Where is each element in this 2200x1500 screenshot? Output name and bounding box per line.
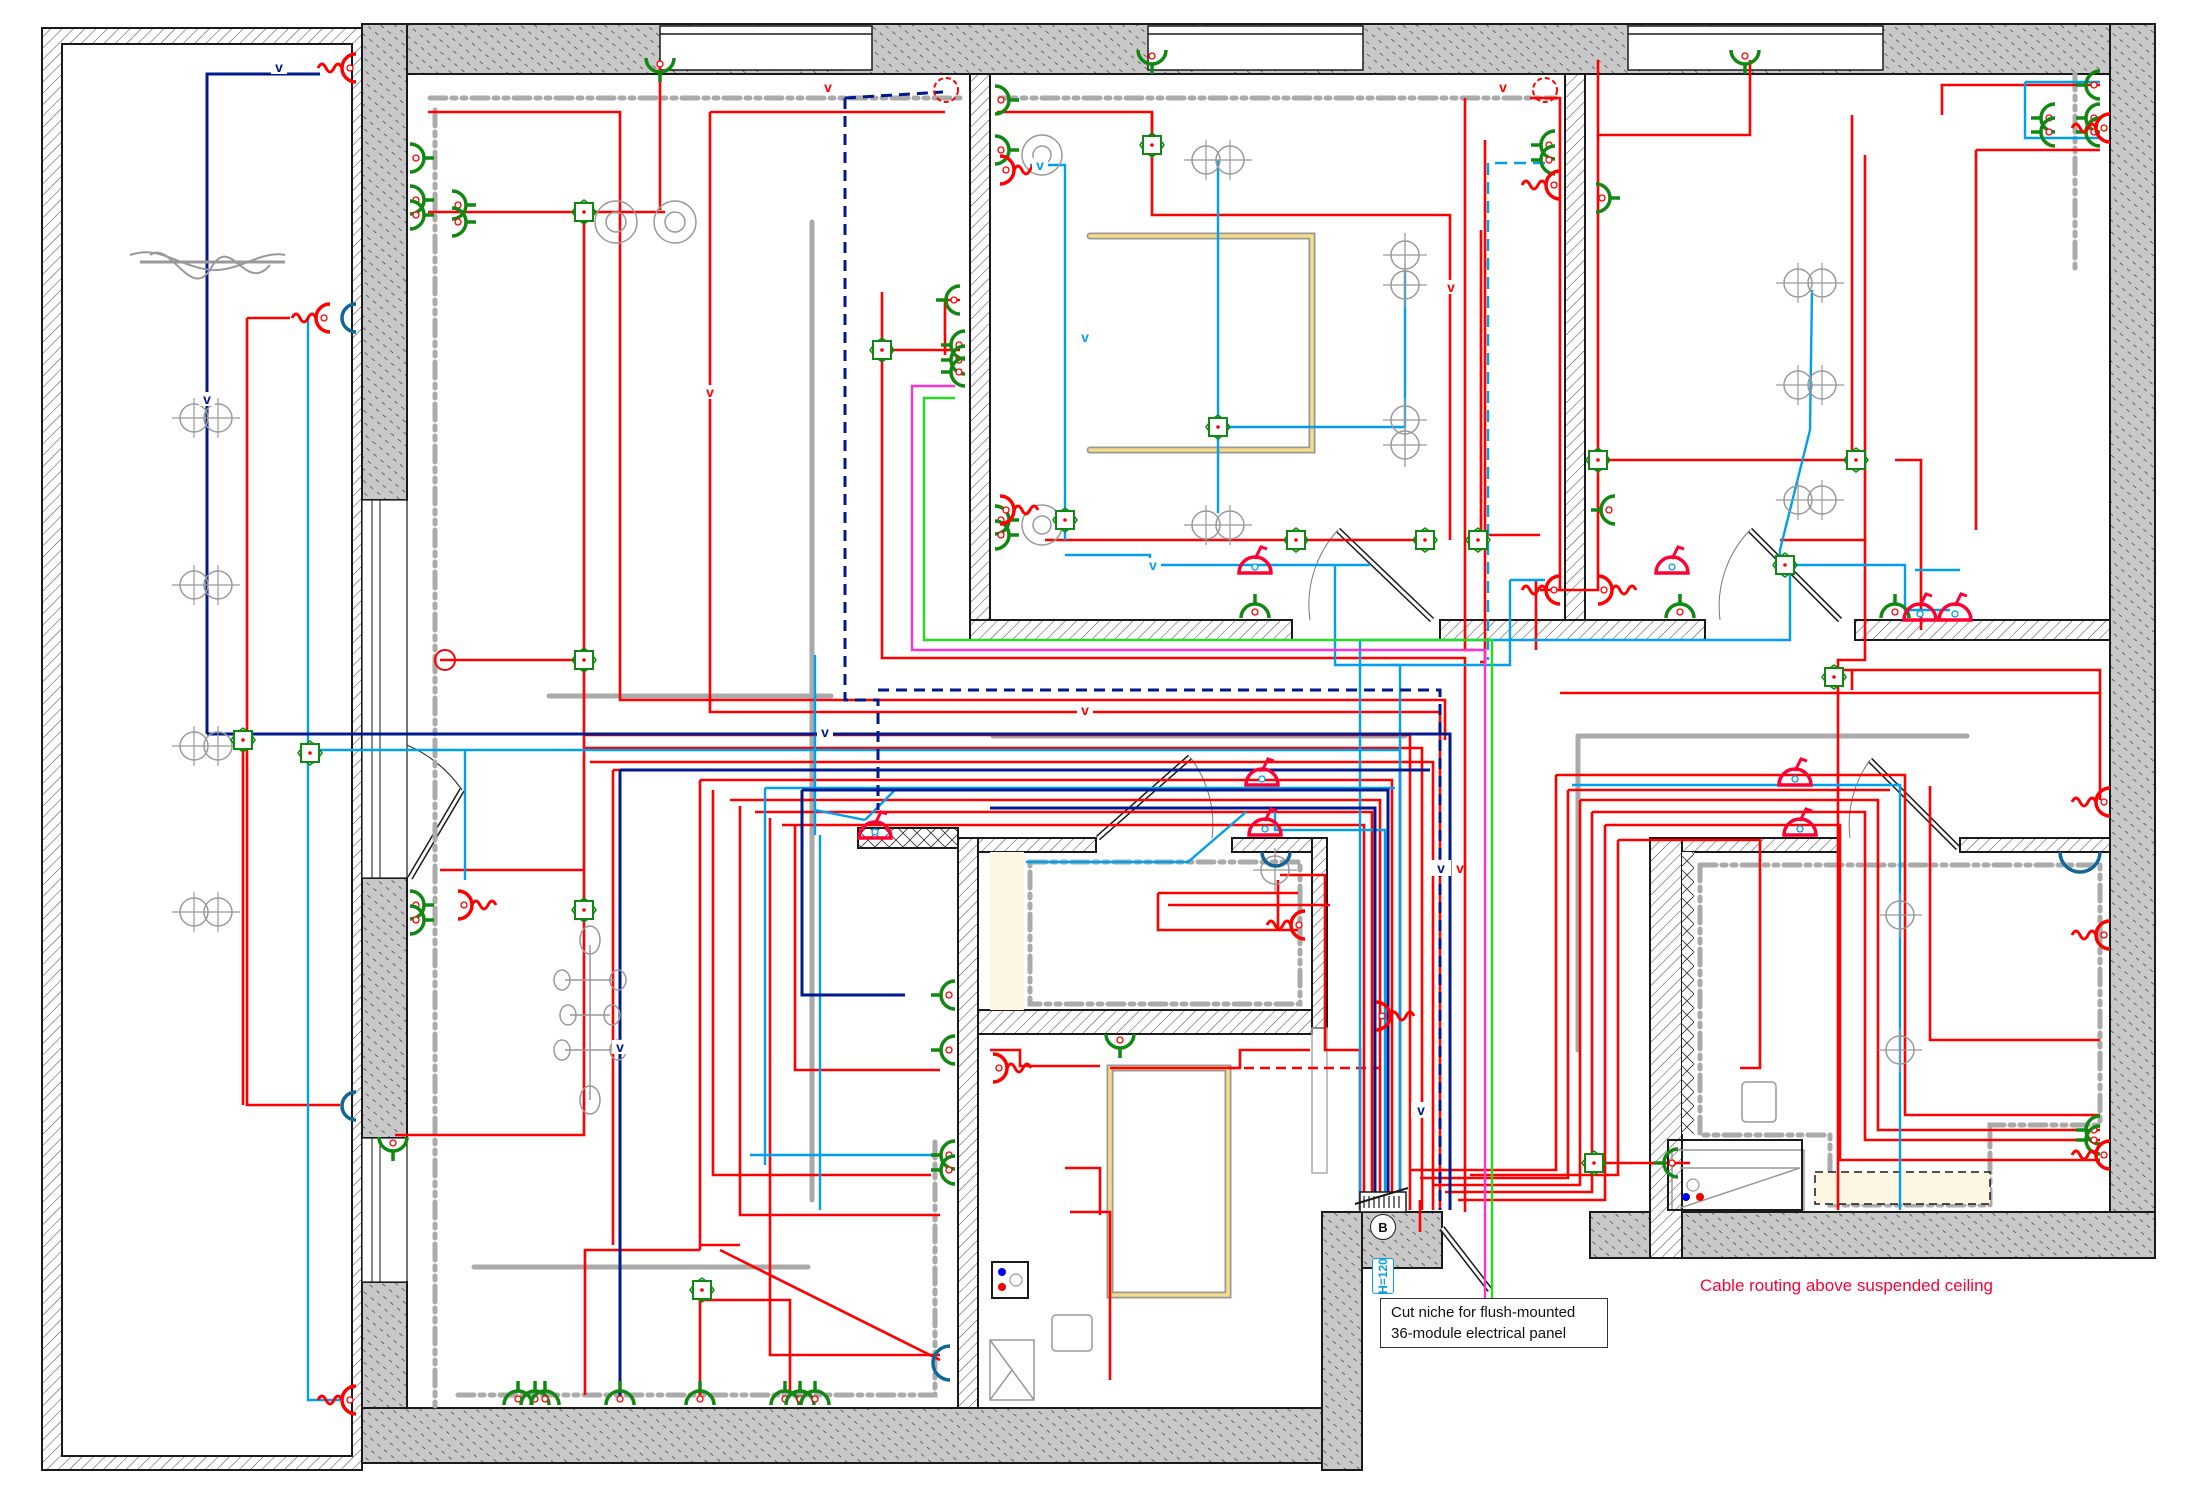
svg-text:v: v (1081, 702, 1089, 718)
svg-text:v: v (706, 384, 714, 400)
cabinet-area (1814, 1171, 1991, 1205)
pendant-lights (129, 134, 1805, 1401)
panel-symbol-text: B (1378, 1219, 1388, 1235)
panel-height-text: H=120 (1376, 1258, 1391, 1294)
ceiling-outlet (1532, 77, 1558, 103)
svg-text:v: v (203, 391, 211, 407)
lighting-dashed (1486, 161, 1545, 660)
sinks (991, 1139, 1803, 1299)
panel-callout: Cut niche for flush-mounted 36-module el… (1380, 1298, 1608, 1348)
ceiling-outlet (434, 649, 456, 671)
conduit-markers: v v v v v v v v v v v v v v v (199, 59, 1511, 1118)
svg-text:v: v (1447, 279, 1455, 295)
svg-text:v: v (1456, 860, 1464, 876)
svg-text:v: v (1036, 157, 1044, 173)
antenna-cable (922, 396, 1494, 1300)
sockets-blue (340, 302, 2102, 1382)
svg-text:v: v (1499, 79, 1507, 95)
cabinet-area (990, 852, 1024, 1010)
electrical-panel (1354, 1187, 1409, 1213)
panel-callout-line1: Cut niche for flush-mounted (1391, 1304, 1576, 1321)
ceiling-outlet (933, 77, 959, 103)
junction-boxes (230, 132, 1869, 1303)
panel-height-label: H=120 (1372, 1258, 1394, 1294)
svg-text:v: v (824, 79, 832, 95)
power-circuits (241, 60, 2102, 1395)
svg-text:v: v (1437, 860, 1445, 876)
svg-text:v: v (1417, 1102, 1425, 1118)
svg-text:v: v (616, 1039, 624, 1055)
ceiling-routing-note: Cable routing above suspended ceiling (1700, 1276, 1993, 1295)
ceiling-outlines (427, 71, 2103, 1413)
tv-cable (910, 384, 1487, 1300)
panel-callout-line2: 36-module electrical panel (1391, 1325, 1567, 1342)
lighting-circuits (306, 80, 2100, 1402)
data-dashed (843, 90, 944, 810)
svg-text:v: v (821, 724, 829, 740)
partition-rails (471, 219, 1970, 1270)
data-dashed (878, 688, 1442, 1210)
svg-text:v: v (1081, 329, 1089, 345)
svg-text:v: v (275, 59, 283, 75)
panel-symbol-badge: B (1370, 1214, 1396, 1240)
svg-text:v: v (1149, 557, 1157, 573)
led-strips (1086, 232, 1316, 1299)
